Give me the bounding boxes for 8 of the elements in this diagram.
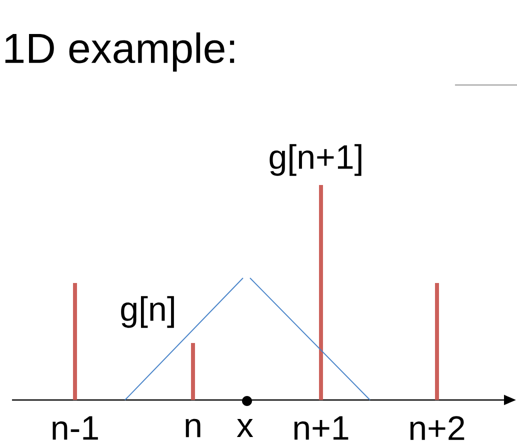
axis-label: x (236, 419, 254, 437)
function-label: g[n] (121, 296, 174, 328)
axis-label: n+1 (294, 416, 348, 440)
function-label: g[n+1] (270, 144, 362, 176)
title: 1D example: (5, 32, 234, 72)
axis-label: n-1 (52, 416, 98, 440)
axis-label: n (186, 418, 200, 438)
axis-label: n+2 (410, 416, 464, 440)
